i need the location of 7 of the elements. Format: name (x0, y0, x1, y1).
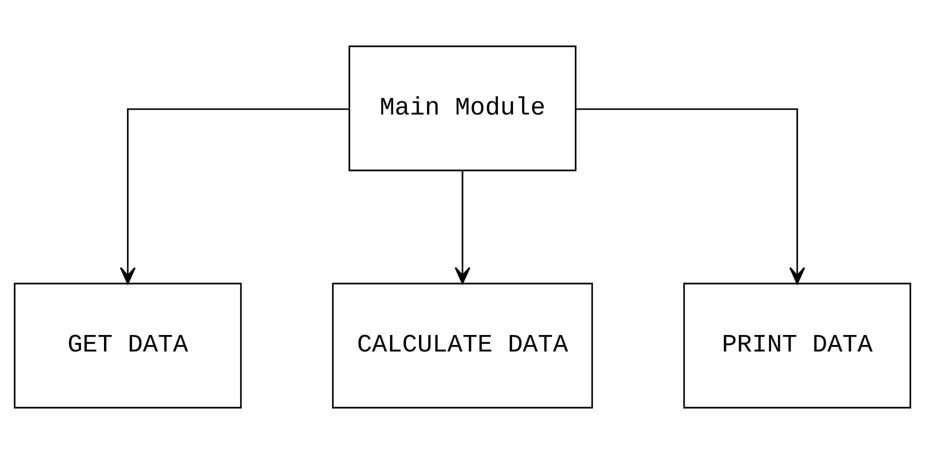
node-box: PRINT DATA (683, 282, 912, 408)
arrow (454, 170, 470, 284)
arrow (576, 108, 806, 284)
arrow (120, 108, 350, 284)
node-box: CALCULATE DATA (332, 282, 593, 408)
node-box: Main Module (348, 46, 576, 172)
node-box: GET DATA (14, 282, 242, 408)
